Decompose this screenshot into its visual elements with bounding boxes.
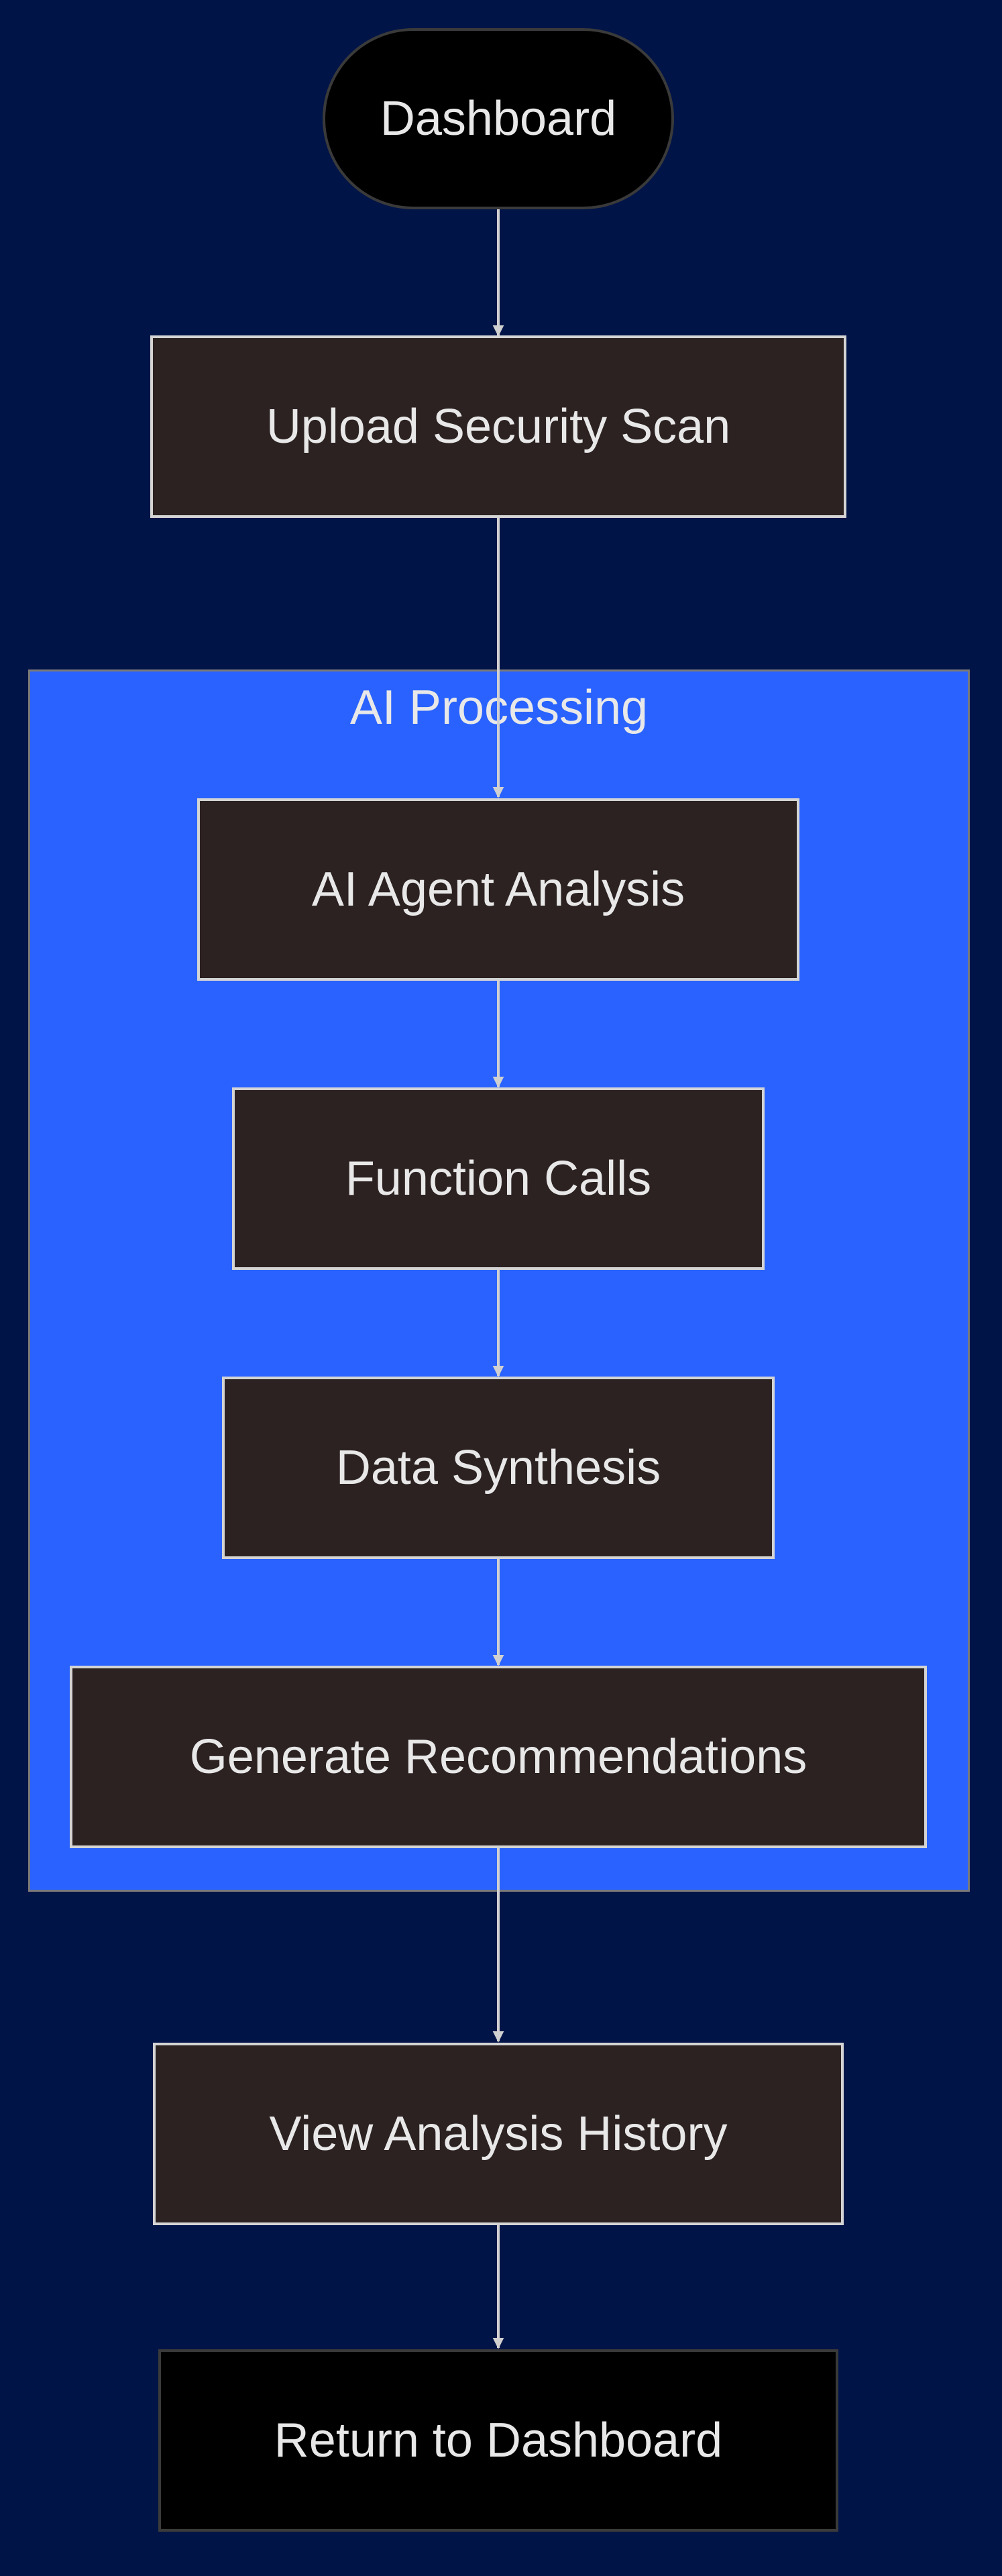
node-dashboard[interactable]: Dashboard bbox=[323, 28, 674, 209]
node-upload-security-scan[interactable]: Upload Security Scan bbox=[150, 335, 846, 518]
node-return-to-dashboard[interactable]: Return to Dashboard bbox=[158, 2349, 838, 2532]
node-function-calls[interactable]: Function Calls bbox=[232, 1087, 765, 1270]
node-ai-agent-analysis[interactable]: AI Agent Analysis bbox=[197, 798, 799, 981]
node-generate-recommendations[interactable]: Generate Recommendations bbox=[70, 1666, 927, 1848]
node-view-analysis-history[interactable]: View Analysis History bbox=[153, 2043, 844, 2225]
node-data-synthesis[interactable]: Data Synthesis bbox=[222, 1377, 775, 1559]
